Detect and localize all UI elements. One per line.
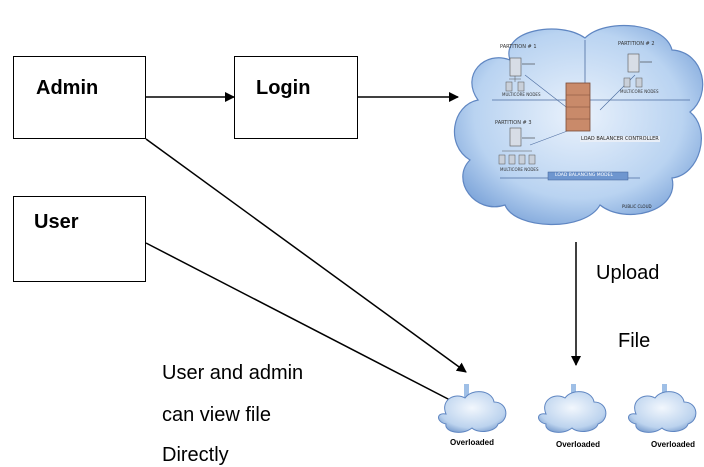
multicore-nodes-label-3: MULTICORE NODES — [500, 167, 539, 172]
small-cloud-caption-1: Overloaded — [450, 438, 495, 447]
small-cloud-1 — [438, 384, 507, 433]
partition-2-label: PARTITION # 2 — [618, 41, 655, 47]
login-label: Login — [256, 77, 311, 99]
partition-1-label: PARTITION # 1 — [500, 44, 537, 50]
load-balancing-model-label: LOAD BALANCING MODEL — [555, 173, 613, 178]
multicore-nodes-label-2: MULTICORE NODES — [620, 89, 659, 94]
arrow-admin-cloud — [145, 138, 467, 373]
partition-3-label: PARTITION # 3 — [495, 120, 532, 126]
note-line-3: Directly — [162, 444, 229, 466]
note-line-2: can view file — [162, 404, 271, 426]
multicore-nodes-label-1: MULTICORE NODES — [502, 92, 541, 97]
login-box: Login — [234, 56, 358, 139]
small-cloud-3 — [628, 384, 697, 433]
small-cloud-caption-2: Overloaded — [556, 440, 601, 449]
user-label: User — [34, 211, 79, 233]
small-cloud-caption-3: Overloaded — [651, 440, 696, 449]
admin-label: Admin — [36, 77, 99, 99]
note-line-1: User and admin — [162, 362, 304, 384]
public-cloud-label: PUBLIC CLOUD — [622, 204, 652, 209]
upload-label: Upload — [596, 262, 660, 284]
controller-label: LOAD BALANCER CONTROLLER — [580, 136, 660, 142]
line-user-cloud — [145, 242, 451, 401]
public-cloud-graphic — [453, 25, 704, 226]
file-label: File — [618, 330, 651, 352]
small-cloud-2 — [538, 384, 607, 433]
user-box: User — [13, 196, 146, 282]
admin-box: Admin — [13, 56, 146, 139]
